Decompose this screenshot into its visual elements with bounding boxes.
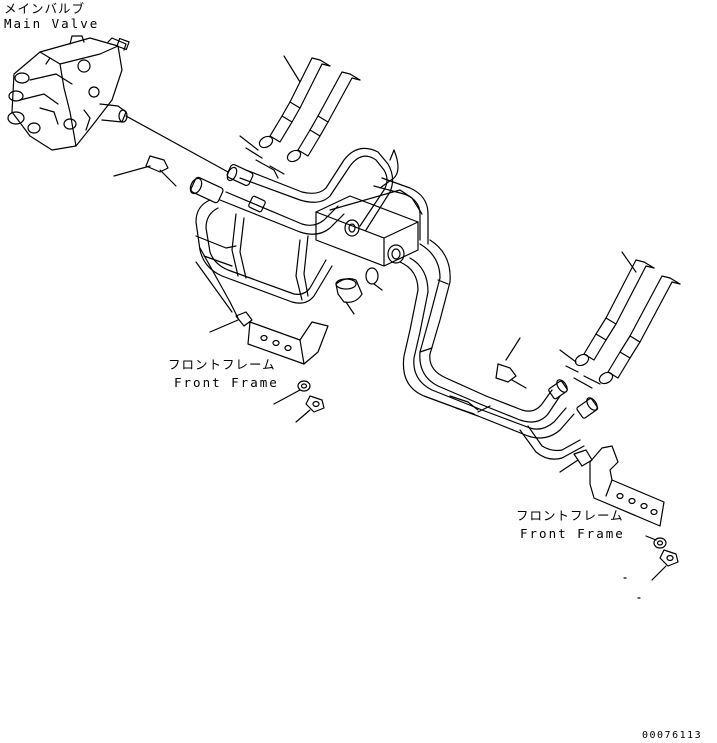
pipe-end-fittings xyxy=(548,379,599,419)
bolt-lower-center xyxy=(495,337,527,389)
main-valve-label-jp: メインバルブ xyxy=(4,1,86,16)
front-frame-label-right-en: Front Frame xyxy=(520,526,625,541)
valve-leader-line xyxy=(125,115,229,173)
front-frame-label-left-jp: フロントフレーム xyxy=(168,357,276,372)
main-valve-label-en: Main Valve xyxy=(4,16,100,31)
cap-and-oring xyxy=(335,149,399,315)
lower-hoses xyxy=(559,251,681,389)
main-valve xyxy=(7,35,130,151)
upper-hoses xyxy=(239,55,361,179)
front-frame-bracket-right xyxy=(559,445,679,599)
drawing-code: 00076113 xyxy=(642,730,703,741)
valve-fittings xyxy=(189,163,266,213)
front-frame-bracket-left xyxy=(195,247,329,423)
bolt-upper-left xyxy=(113,155,177,187)
pipe-assembly xyxy=(195,147,585,460)
front-frame-label-left-en: Front Frame xyxy=(174,375,279,390)
front-frame-label-right-jp: フロントフレーム xyxy=(516,508,624,523)
